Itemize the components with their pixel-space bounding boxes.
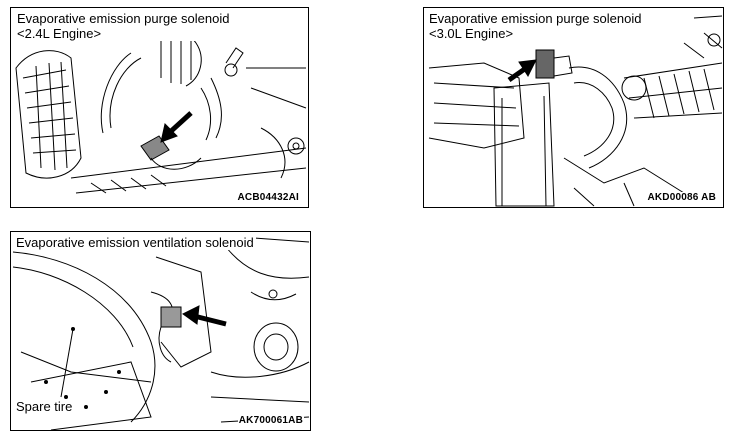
figure-caption: Evaporative emission purge solenoid<3.0L… [427,11,644,41]
figure-code: AK700061AB [237,415,304,426]
figure-3-0l-engine: Evaporative emission purge solenoid<3.0L… [423,7,724,208]
spare-tire-label: Spare tire [15,399,74,414]
figure-2-4l-engine: Evaporative emission purge solenoid<2.4L… [10,7,309,208]
figure-caption: Evaporative emission purge solenoid<2.4L… [15,11,232,41]
figure-code: ACB04432AI [236,192,300,203]
figure-ventilation-solenoid: Evaporative emission ventilation solenoi… [10,231,311,431]
figure-code: AKD00086 AB [646,192,717,203]
engine-illustration-2-4l [15,26,307,194]
ventilation-illustration [12,236,310,430]
engine-illustration-3-0l [428,15,723,207]
figure-caption: Evaporative emission ventilation solenoi… [14,235,256,250]
